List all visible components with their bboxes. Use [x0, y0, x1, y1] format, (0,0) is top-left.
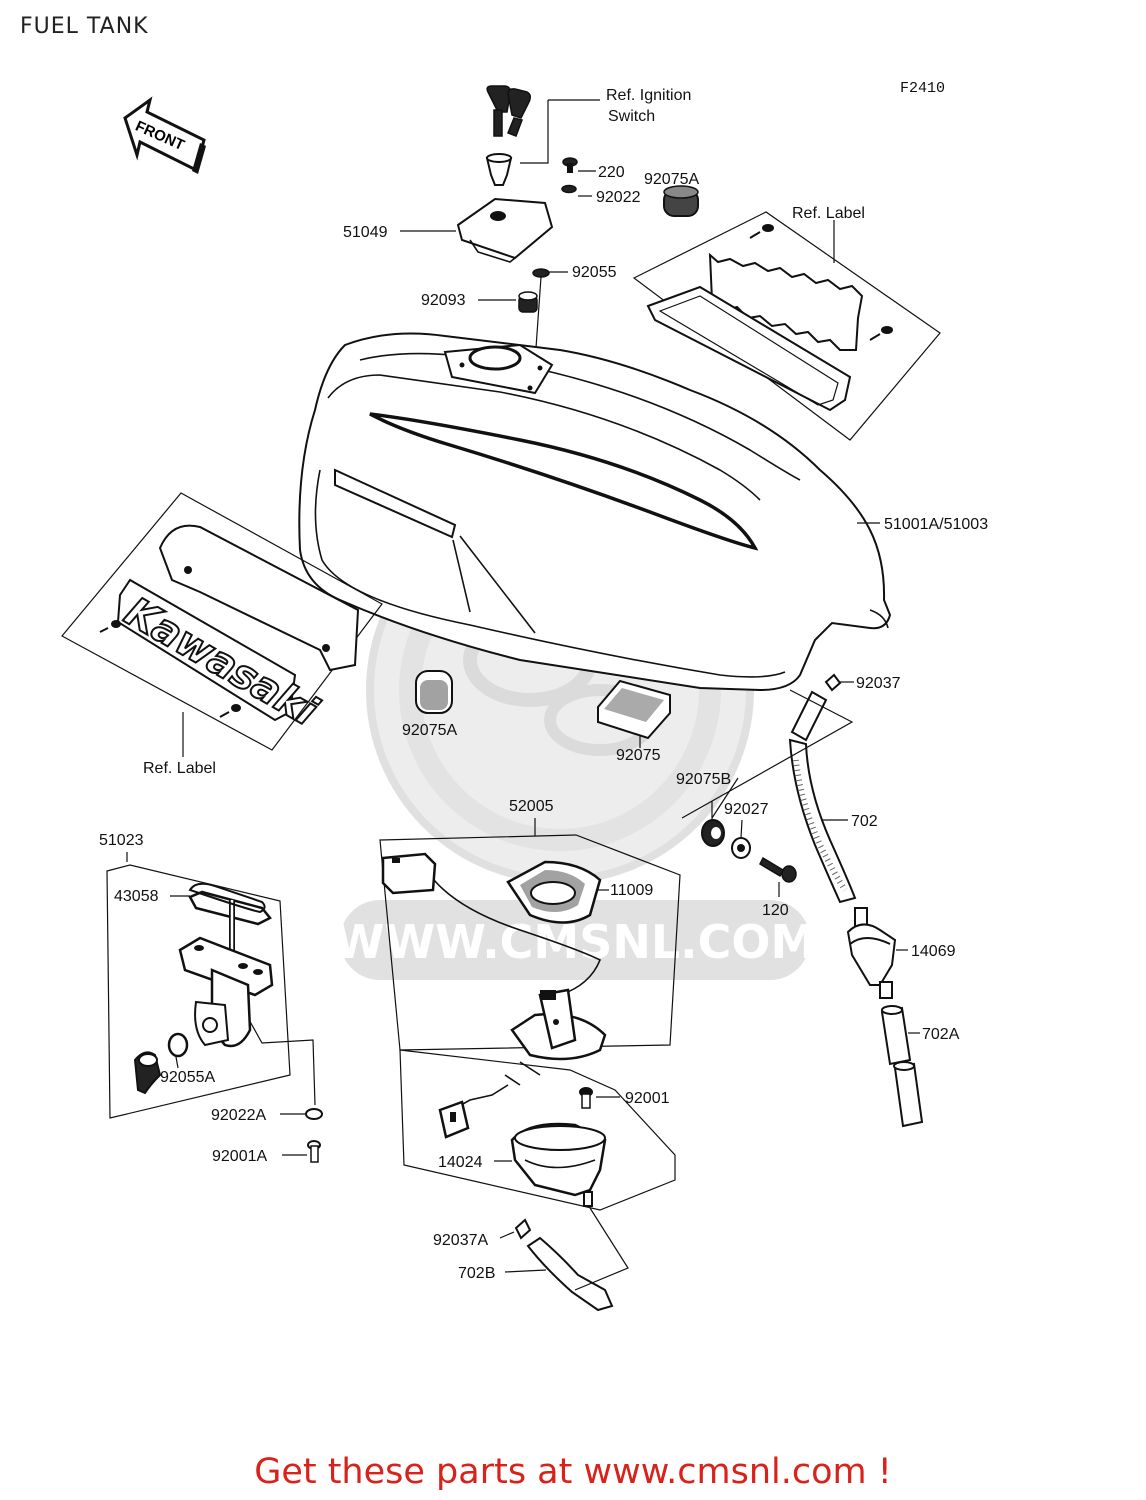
grommet-92075b-part [701, 819, 725, 847]
gauge-sender-part [438, 988, 607, 1139]
label-box-top-right [632, 211, 941, 441]
label-92022: 92022 [596, 189, 641, 206]
grommet-92093-part [518, 291, 538, 313]
screw-220-part [562, 157, 578, 173]
label-ref-ignition-2: Switch [608, 108, 655, 125]
label-702a: 702A [922, 1026, 960, 1043]
label-92001: 92001 [625, 1090, 670, 1107]
hose-702b-part [526, 1236, 614, 1312]
hose-702-part [788, 690, 857, 904]
label-ref-label-left: Ref. Label [143, 760, 216, 777]
collar-92027-part [731, 837, 751, 859]
screw-icon [99, 620, 121, 633]
hose-702a-part [880, 1005, 924, 1128]
bolt-120-part [759, 856, 797, 883]
label-702b: 702B [458, 1265, 495, 1282]
label-92055: 92055 [572, 264, 617, 281]
label-52005: 52005 [509, 798, 554, 815]
page-title: FUEL TANK [20, 14, 149, 39]
label-51001a-51003: 51001A/51003 [884, 516, 988, 533]
front-arrow-icon: FRONT [123, 96, 206, 174]
label-ref-label-top: Ref. Label [792, 205, 865, 222]
screw-92001a-part [307, 1140, 321, 1163]
label-11009: 11009 [610, 882, 653, 899]
o-ring-92055a-part [167, 1032, 189, 1058]
washer-92055-part [532, 268, 550, 278]
watermark-text: WWW.CMSNL.COM [334, 915, 817, 969]
screw-92001-part [579, 1087, 593, 1109]
clamp-92037a-part [514, 1218, 532, 1240]
screw-icon [869, 326, 893, 341]
o-ring-43058-part [188, 882, 266, 914]
fuel-filter-14069-part [846, 907, 897, 999]
label-92075b: 92075B [676, 771, 731, 788]
label-220: 220 [598, 164, 625, 181]
label-92022a: 92022A [211, 1107, 266, 1124]
label-51049: 51049 [343, 224, 388, 241]
label-92037: 92037 [856, 675, 901, 692]
label-92075a-top: 92075A [644, 171, 699, 188]
clamp-92037-part [824, 673, 842, 692]
label-92093: 92093 [421, 292, 466, 309]
label-120: 120 [762, 902, 789, 919]
label-43058: 43058 [114, 888, 159, 905]
screw-icon [219, 704, 241, 718]
damper-92075a-mid-part [415, 670, 453, 714]
label-14024: 14024 [438, 1154, 483, 1171]
lever-part [133, 1051, 162, 1095]
figure-code: F2410 [900, 80, 945, 97]
label-702: 702 [851, 813, 878, 830]
label-14069: 14069 [911, 943, 956, 960]
lock-cylinder-part [485, 153, 513, 186]
reservoir-14024-part [510, 1122, 607, 1207]
connector-block-part [381, 852, 437, 895]
ignition-keys-icon [486, 85, 531, 137]
label-92075a-mid: 92075A [402, 722, 457, 739]
label-92037a: 92037A [433, 1232, 488, 1249]
label-92055a: 92055A [160, 1069, 215, 1086]
label-92001a: 92001A [212, 1148, 267, 1165]
cap-51049-part [456, 197, 554, 263]
washer-92022-part [561, 184, 577, 194]
screw-icon [749, 224, 774, 239]
label-51023: 51023 [99, 832, 144, 849]
label-92027: 92027 [724, 801, 769, 818]
damper-92075a-top-part [663, 185, 699, 217]
label-ref-ignition-1: Ref. Ignition [606, 87, 691, 104]
footer-link[interactable]: Get these parts at www.cmsnl.com ! [254, 1452, 892, 1492]
fuel-tank-part [298, 332, 892, 692]
damper-92075-part [597, 679, 671, 740]
label-92075: 92075 [616, 747, 661, 764]
fuel-cock-part [178, 890, 274, 1048]
gasket-11009-part [506, 860, 602, 924]
washer-92022a-part [305, 1108, 323, 1120]
